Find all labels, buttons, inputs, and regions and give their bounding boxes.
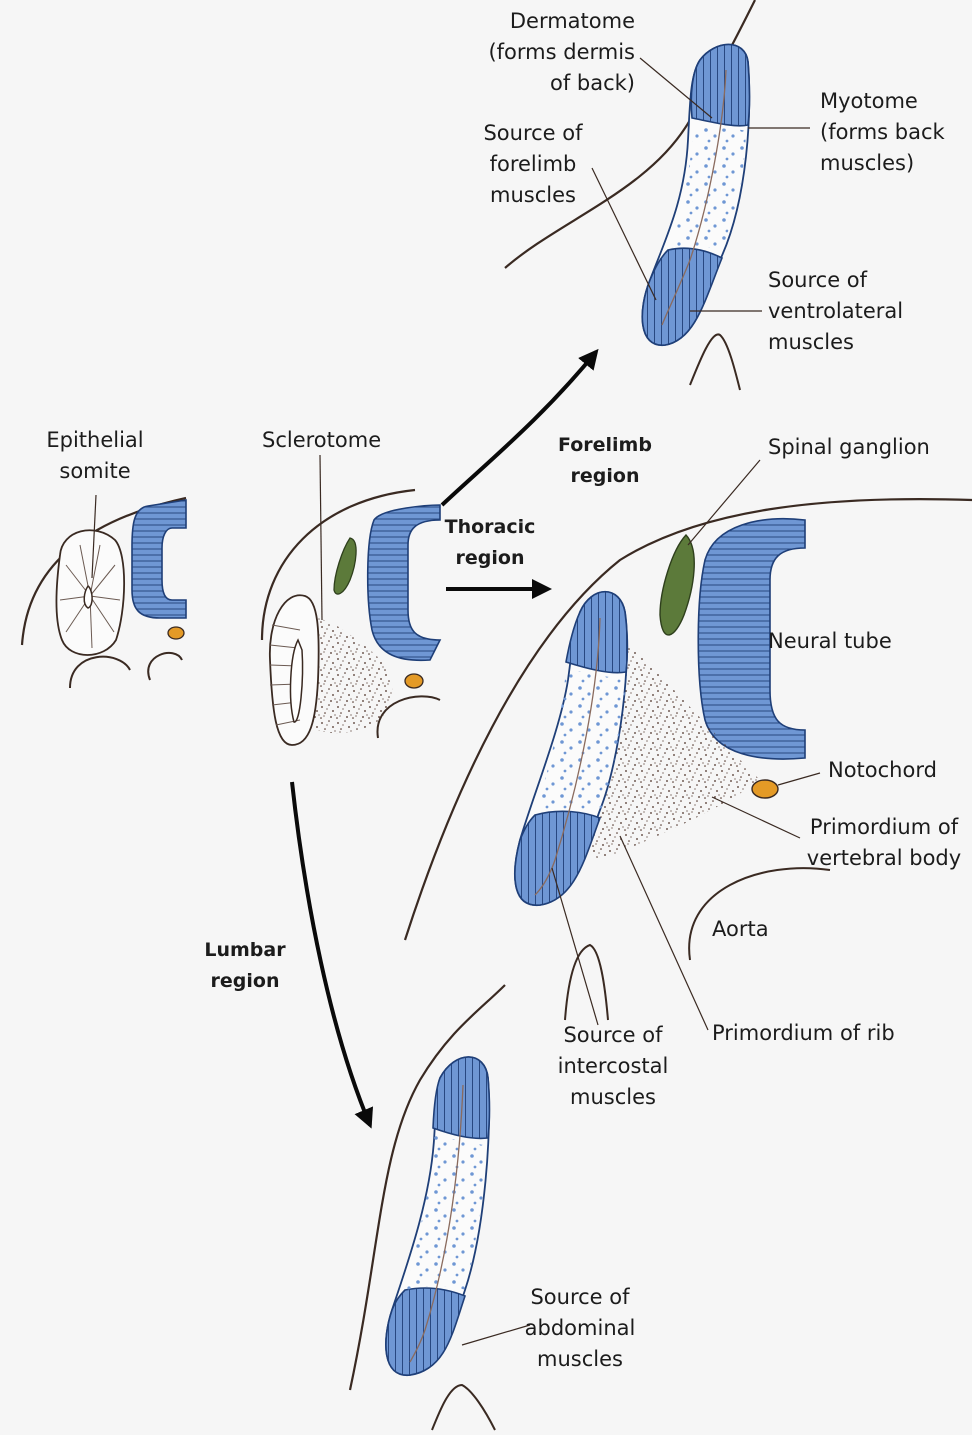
- dermatome-forelimb: [691, 45, 749, 126]
- inner-curve-thoracic: [565, 945, 608, 1020]
- label-ventrolateral-muscles: Source of ventrolateral muscles: [768, 265, 903, 358]
- label-notochord: Notochord: [828, 755, 937, 786]
- lumbar-stage: [350, 985, 505, 1430]
- label-sclerotome: Sclerotome: [262, 425, 381, 456]
- label-neural-tube: Neural tube: [768, 626, 892, 657]
- label-forelimb-muscles: Source of forelimb muscles: [468, 118, 598, 211]
- spinal-ganglion-early: [334, 538, 356, 594]
- label-epithelial-somite: Epithelial somite: [30, 425, 160, 487]
- leader-rib: [620, 836, 708, 1030]
- label-aorta: Aorta: [712, 914, 769, 945]
- notochord-early: [168, 627, 184, 639]
- leader-sclerotome: [320, 455, 322, 620]
- notochord-mid: [405, 674, 423, 688]
- leader-vertebral-body: [712, 797, 800, 838]
- neural-tube-early: [132, 500, 186, 618]
- label-abdominal-muscles: Source of abdominal muscles: [515, 1282, 645, 1375]
- somitocoel: [84, 586, 92, 608]
- inner-curve-forelimb: [690, 334, 740, 390]
- myotome-lumbar: [406, 1134, 488, 1290]
- spinal-ganglion: [660, 535, 694, 635]
- label-lumbar-region: Lumbar region: [185, 935, 305, 997]
- early-inner-curve: [70, 657, 130, 688]
- label-dermatome: Dermatome (forms dermis of back): [470, 6, 635, 99]
- label-primordium-rib: Primordium of rib: [712, 1018, 895, 1049]
- epithelial-somite-stage: [22, 498, 186, 688]
- label-vertebral-body: Primordium of vertebral body: [800, 812, 968, 874]
- inner-curve-lumbar: [432, 1385, 495, 1430]
- label-intercostal-muscles: Source of intercostal muscles: [548, 1020, 678, 1113]
- label-forelimb-region: Forelimb region: [545, 430, 665, 492]
- label-spinal-ganglion: Spinal ganglion: [768, 432, 930, 463]
- notochord: [752, 780, 778, 798]
- label-myotome: Myotome (forms back muscles): [820, 86, 945, 179]
- leader-notochord: [778, 773, 820, 785]
- intercostal-source: [515, 811, 600, 905]
- abdominal-source: [386, 1288, 465, 1375]
- label-thoracic-region: Thoracic region: [430, 512, 550, 574]
- sclerotome-stage: [262, 490, 440, 745]
- early-aorta-curve: [148, 653, 182, 680]
